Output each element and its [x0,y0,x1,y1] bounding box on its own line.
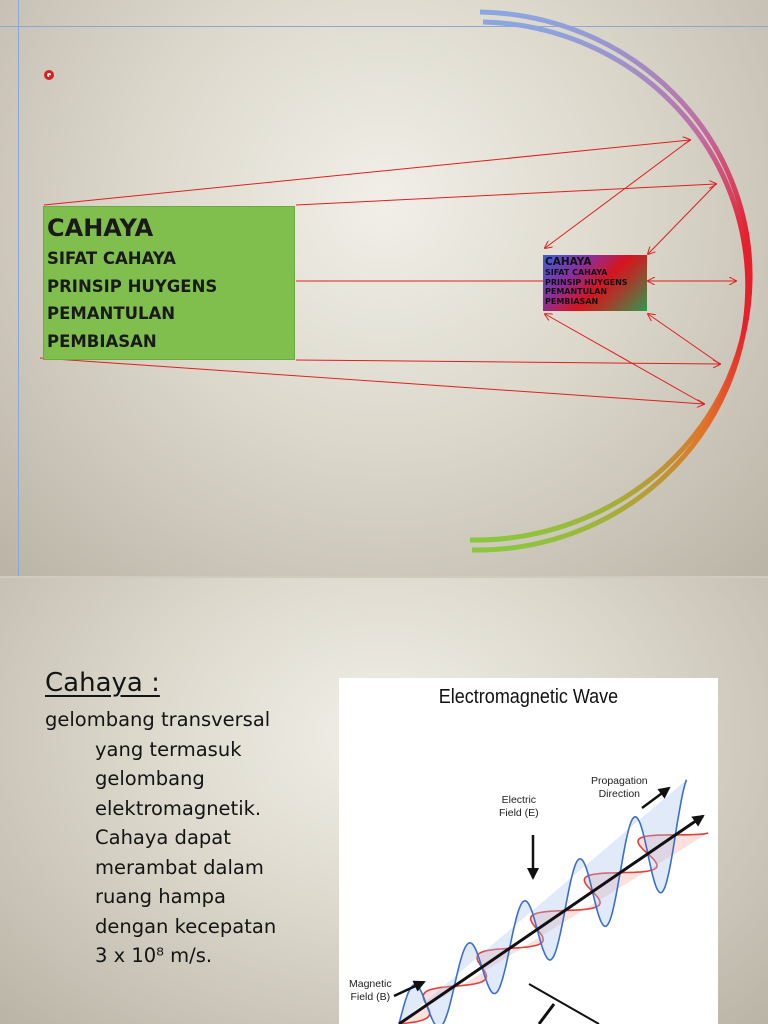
mirror-ray-diagram [39,9,753,553]
wavelength-line [528,983,600,1024]
object-item: PRINSIP HUYGENS [47,276,218,296]
body-line: dengan kecepatan [95,914,277,938]
reflected-ray-4 [648,314,721,365]
body-line: merambat dalam [95,855,264,879]
object-item: PEMBIASAN [47,331,157,351]
reflected-ray-5 [545,314,705,405]
object-title: CAHAYA [47,214,154,242]
slide-1: CAHAYA SIFAT CAHAYA PRINSIP HUYGENS PEMA… [0,0,768,576]
image-item: PRINSIP HUYGENS [545,277,628,287]
body-line: ruang hampa [95,885,226,908]
slide-heading: Cahaya : [45,668,160,698]
body-line: gelombang [95,767,205,790]
propagation-label: Propagation Direction [591,775,648,800]
vertical-guide-line [18,0,19,576]
figure-title: Electromagnetic Wave [438,686,619,708]
image-item: PEMANTULAN [545,287,608,296]
propagation-arrow [641,786,671,810]
mirror-arc-inner [471,19,751,553]
incident-ray-1 [43,140,690,206]
red-dot-marker [44,70,54,80]
reflected-ray-2 [648,183,717,254]
body-line: yang termasuk [95,737,242,761]
image-title: CAHAYA [545,256,592,268]
image-item: SIFAT CAHAYA [545,268,608,277]
em-wave-drawing [393,779,709,1024]
body-line: 3 x 10⁸ m/s. [95,944,213,967]
body-line: Cahaya dapat [95,826,231,849]
object-item: PEMANTULAN [47,304,176,323]
body-paragraph: gelombang transversal yang termasuk gelo… [45,705,335,971]
incident-ray-4 [295,359,720,364]
reflected-ray-1 [545,139,691,248]
propagation-axis [398,814,705,1024]
object-box-large: CAHAYA SIFAT CAHAYA PRINSIP HUYGENS PEMA… [43,206,295,360]
image-item: PEMBIASAN [545,296,599,306]
incident-ray-2 [295,184,716,206]
body-line: elektromagnetik. [95,796,262,820]
horizontal-guide-line [0,26,768,27]
magnetic-field-label: Magnetic Field (B) [349,978,392,1003]
object-item: SIFAT CAHAYA [47,249,176,268]
magnetic-field-arrow [393,980,426,998]
image-box-small: CAHAYA SIFAT CAHAYA PRINSIP HUYGENS PEMA… [543,255,647,311]
incident-ray-5 [39,357,704,404]
wave-lobes [398,779,709,1024]
electric-field-label: Electric Field (E) [499,794,539,819]
body-line: gelombang transversal [45,708,271,731]
em-wave-figure: Electromagnetic Wave Propagation Directi… [339,678,718,1024]
wavelength-arrow [537,1003,556,1024]
